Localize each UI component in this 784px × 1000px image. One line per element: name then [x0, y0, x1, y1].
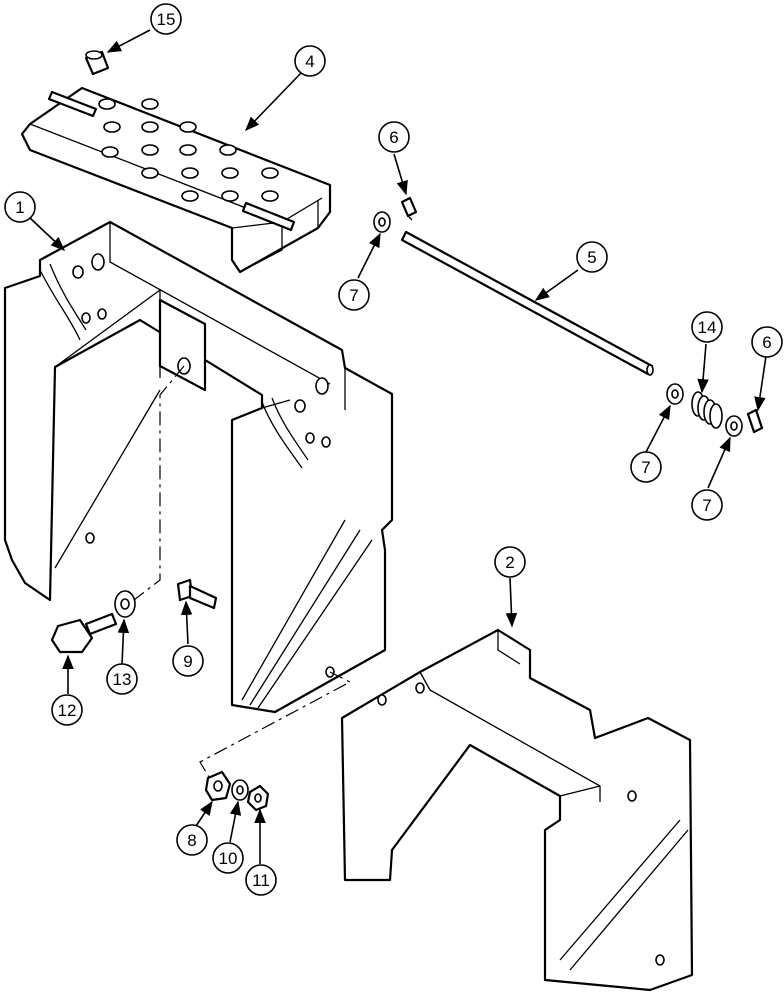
callout-11-label: 11 [252, 871, 270, 890]
rod-part-5 [400, 230, 654, 376]
callout-6-top-label: 6 [389, 128, 398, 147]
callout-12: 12 [51, 694, 83, 726]
nut-part-8 [204, 770, 232, 802]
step-plate-holes [98, 98, 279, 202]
bushing-part-15 [84, 50, 110, 76]
bolt-part-9 [176, 578, 218, 610]
callout-11: 11 [245, 864, 277, 896]
callout-6-right: 6 [751, 326, 783, 358]
callout-7-top: 7 [338, 279, 370, 311]
callout-15: 15 [150, 3, 182, 35]
cotter-pin-part-6-left [400, 196, 418, 221]
callout-13: 13 [106, 663, 138, 695]
callout-12-label: 12 [58, 701, 77, 720]
spring-part-14 [691, 391, 723, 429]
hanger-frame-part-1 [3, 220, 394, 714]
callout-7-middle: 7 [630, 451, 662, 483]
leader-lines [29, 29, 767, 864]
washer-part-7-left [373, 211, 391, 233]
callout-8-label: 8 [187, 831, 196, 850]
callout-1: 1 [4, 191, 36, 223]
callout-14: 14 [691, 311, 723, 343]
lower-frame-part-2 [340, 628, 694, 992]
washer-part-13 [114, 590, 136, 618]
callout-2: 2 [494, 546, 526, 578]
callout-14-label: 14 [698, 318, 717, 337]
callout-4: 4 [294, 45, 326, 77]
callout-6-top: 6 [378, 121, 410, 153]
callout-4-label: 4 [305, 52, 314, 71]
assembly-centerlines [133, 365, 352, 783]
frame-slots [39, 263, 309, 469]
callout-1-label: 1 [15, 198, 24, 217]
callout-7-middle-label: 7 [641, 458, 650, 477]
callout-7-right: 7 [691, 489, 723, 521]
callout-6-right-label: 6 [762, 333, 771, 352]
callout-15-label: 15 [157, 10, 176, 29]
washer-part-10 [231, 779, 249, 801]
callout-7-top-label: 7 [349, 286, 358, 305]
callout-5: 5 [576, 241, 608, 273]
bolt-part-12 [50, 612, 118, 654]
callout-13-label: 13 [113, 670, 132, 689]
washer-part-7-middle [666, 383, 684, 405]
cotter-pin-part-6-right [746, 408, 764, 434]
callout-10: 10 [212, 842, 244, 874]
washer-part-7-right [725, 415, 743, 437]
callout-9-label: 9 [183, 652, 192, 671]
nut-part-11 [246, 784, 270, 812]
callout-10-label: 10 [219, 849, 238, 868]
callout-5-label: 5 [587, 248, 596, 267]
step-plate-part-4 [20, 86, 332, 274]
callout-2-label: 2 [505, 553, 514, 572]
callout-8: 8 [176, 824, 208, 856]
callout-9: 9 [172, 645, 204, 677]
step-plate-pins [47, 90, 296, 232]
callout-7-right-label: 7 [702, 496, 711, 515]
frame-holes [72, 253, 335, 678]
